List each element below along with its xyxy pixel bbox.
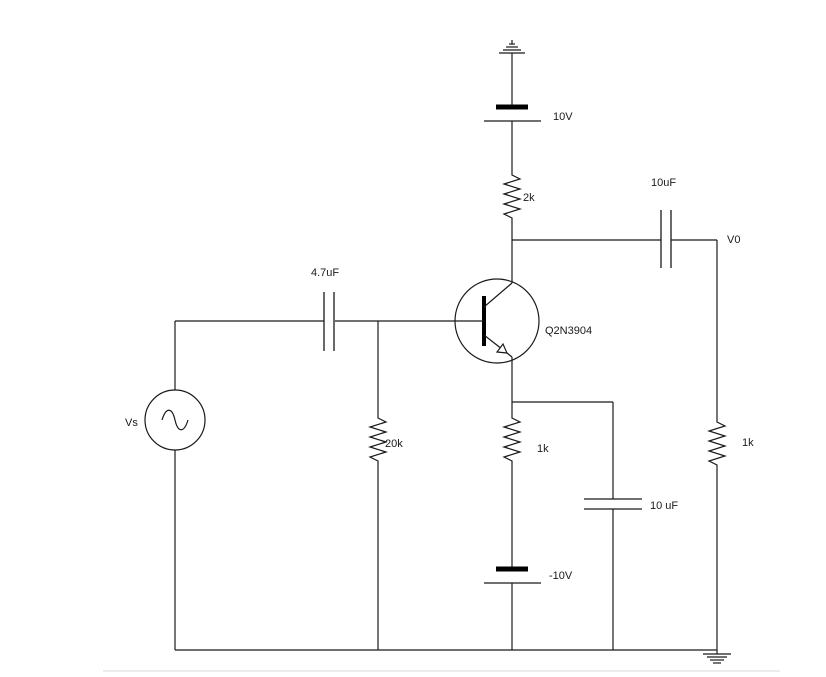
bottom-ground-symbol (703, 650, 731, 664)
bias-resistor-label: 20k (385, 438, 403, 450)
bypass-capacitor (584, 402, 642, 650)
output-coupling-capacitor (660, 210, 717, 268)
collector-resistor (501, 170, 523, 240)
input-capacitor-label: 4.7uF (311, 267, 339, 279)
transistor-label: Q2N3904 (545, 325, 592, 337)
emitter-supply-battery (484, 566, 541, 650)
input-coupling-capacitor (175, 292, 335, 351)
collector-supply-battery (484, 104, 541, 170)
load-resistor (706, 418, 728, 650)
transistor-q1 (454, 240, 540, 402)
top-ground-symbol (499, 40, 525, 105)
bypass-capacitor-label: 10 uF (650, 500, 678, 512)
emitter-resistor (501, 402, 523, 567)
output-capacitor-label: 10uF (651, 177, 676, 189)
output-node-label: V0 (727, 234, 740, 246)
collector-resistor-label: 2k (523, 192, 535, 204)
load-resistor-label: 1k (742, 437, 754, 449)
emitter-resistor-label: 1k (537, 443, 549, 455)
source-label: Vs (125, 417, 138, 429)
emitter-supply-label: -10V (549, 570, 573, 582)
bias-resistor (367, 321, 389, 650)
collector-supply-label: 10V (553, 111, 573, 123)
voltage-source (144, 321, 206, 650)
